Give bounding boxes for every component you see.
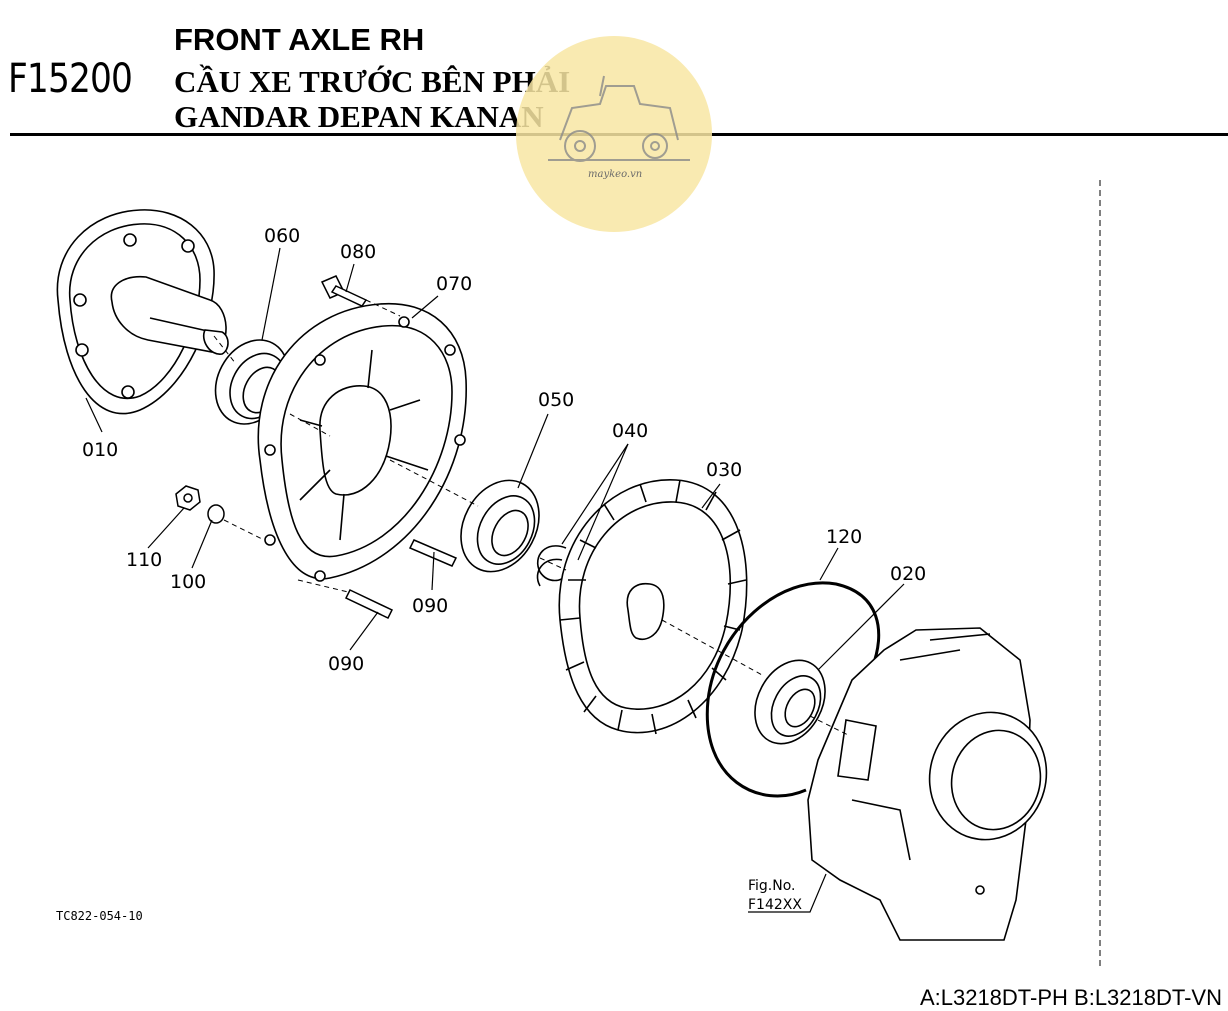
label-020: 020 [890,563,926,585]
part-070-cover [257,302,467,582]
part-100-washer [207,504,225,524]
label-070: 070 [436,273,472,295]
axle-housing [807,627,1048,941]
label-010: 010 [82,439,118,461]
title-indonesian: GANDAR DEPAN KANAN [174,99,544,134]
part-020-bearing [754,659,826,745]
assembly-axis-lines [213,299,851,737]
label-050: 050 [538,389,574,411]
label-120: 120 [826,526,862,548]
part-120-o-ring [705,581,881,798]
part-050-bearing [460,479,540,573]
label-100: 100 [170,571,206,593]
title-english: FRONT AXLE RH [174,22,425,57]
leader-lines [85,247,905,913]
label-110: 110 [126,549,162,571]
fig-label: Fig.No. [748,878,796,894]
fig-number: F142XX [748,897,802,913]
label-090-upper: 090 [412,595,448,617]
label-030: 030 [706,459,742,481]
watermark-text: maykeo.vn [588,169,642,180]
part-090-stud-upper [408,539,458,567]
part-110-nut [175,485,201,511]
title-vietnamese: CẦU XE TRƯỚC BÊN PHẢI [174,64,571,99]
reference-code: TC822-054-10 [56,909,143,923]
part-010-flange [56,209,229,415]
part-030-ring-gear [558,479,748,735]
label-090-lower: 090 [328,653,364,675]
page-code: F15200 [8,56,133,102]
label-060: 060 [264,225,300,247]
part-080-bolt [320,275,368,307]
watermark-logo: maykeo.vn [516,36,712,232]
model-codes: A:L3218DT-PH B:L3218DT-VN [919,985,1222,1010]
label-080: 080 [340,241,376,263]
label-040: 040 [612,420,648,442]
part-090-stud-lower [344,589,394,619]
